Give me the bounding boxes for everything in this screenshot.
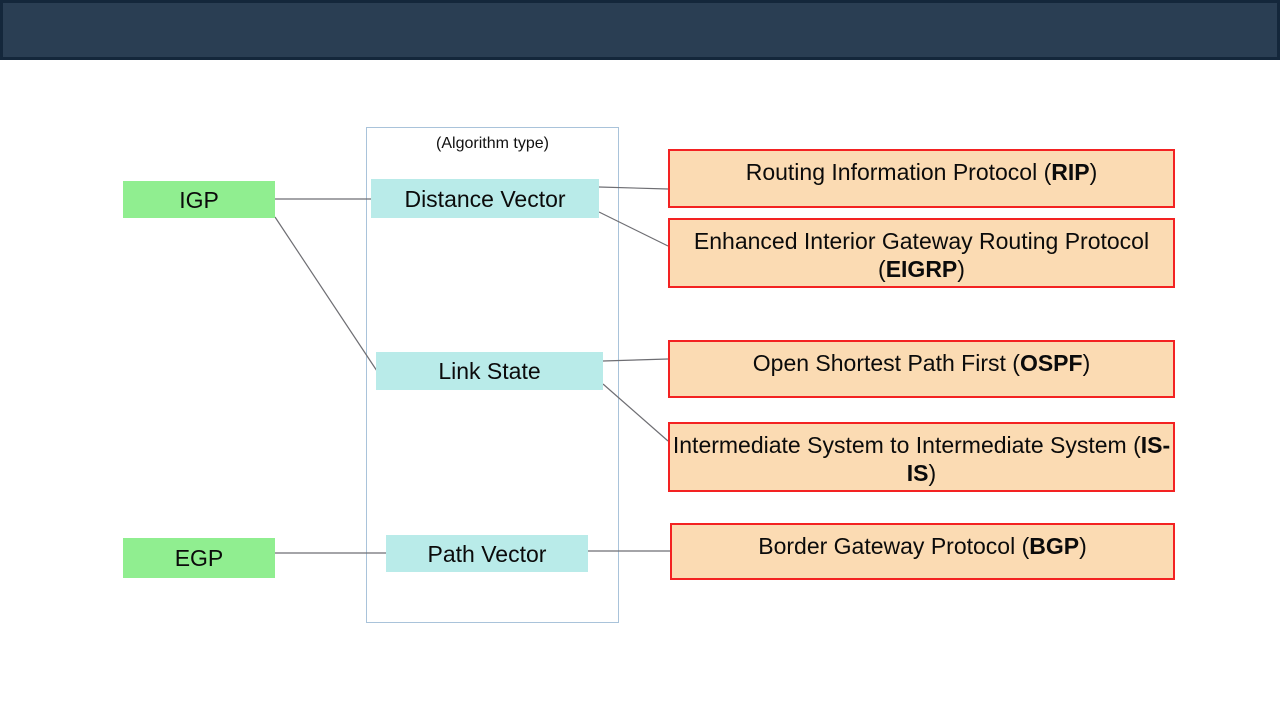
isis-label: Intermediate System to Intermediate Syst… xyxy=(672,432,1171,486)
isis-acronym: IS-IS xyxy=(906,432,1171,486)
link-state-box: Link State xyxy=(376,352,603,390)
eigrp-acronym: EIGRP xyxy=(885,256,958,282)
rip-acronym: RIP xyxy=(1051,159,1090,185)
distance-vector-label: Distance Vector xyxy=(404,185,566,212)
ospf-box: Open Shortest Path First (OSPF) xyxy=(668,340,1175,398)
algorithm-type-group: (Algorithm type) xyxy=(366,127,619,623)
title-bar xyxy=(0,0,1280,60)
eigrp-box: Enhanced Interior Gateway Routing Protoc… xyxy=(668,218,1175,288)
path-vector-label: Path Vector xyxy=(427,540,547,567)
link-state-label: Link State xyxy=(438,358,541,384)
igp-label: IGP xyxy=(179,186,219,213)
igp-box: IGP xyxy=(123,181,275,218)
eigrp-label: Enhanced Interior Gateway Routing Protoc… xyxy=(693,228,1150,282)
bgp-acronym: BGP xyxy=(1029,533,1080,559)
bgp-label: Border Gateway Protocol (BGP) xyxy=(758,533,1087,559)
rip-label: Routing Information Protocol (RIP) xyxy=(745,159,1098,185)
egp-label: EGP xyxy=(174,545,224,571)
algorithm-type-group-title: (Algorithm type) xyxy=(436,135,549,152)
isis-box: Intermediate System to Intermediate Syst… xyxy=(668,422,1175,492)
connector-igp-link-state xyxy=(274,216,378,372)
rip-box: Routing Information Protocol (RIP) xyxy=(668,149,1175,208)
bgp-box: Border Gateway Protocol (BGP) xyxy=(670,523,1175,580)
distance-vector-box: Distance Vector xyxy=(371,179,599,218)
egp-box: EGP xyxy=(123,538,275,578)
ospf-acronym: OSPF xyxy=(1019,350,1083,376)
ospf-label: Open Shortest Path First (OSPF) xyxy=(752,350,1091,376)
path-vector-box: Path Vector xyxy=(386,535,588,572)
